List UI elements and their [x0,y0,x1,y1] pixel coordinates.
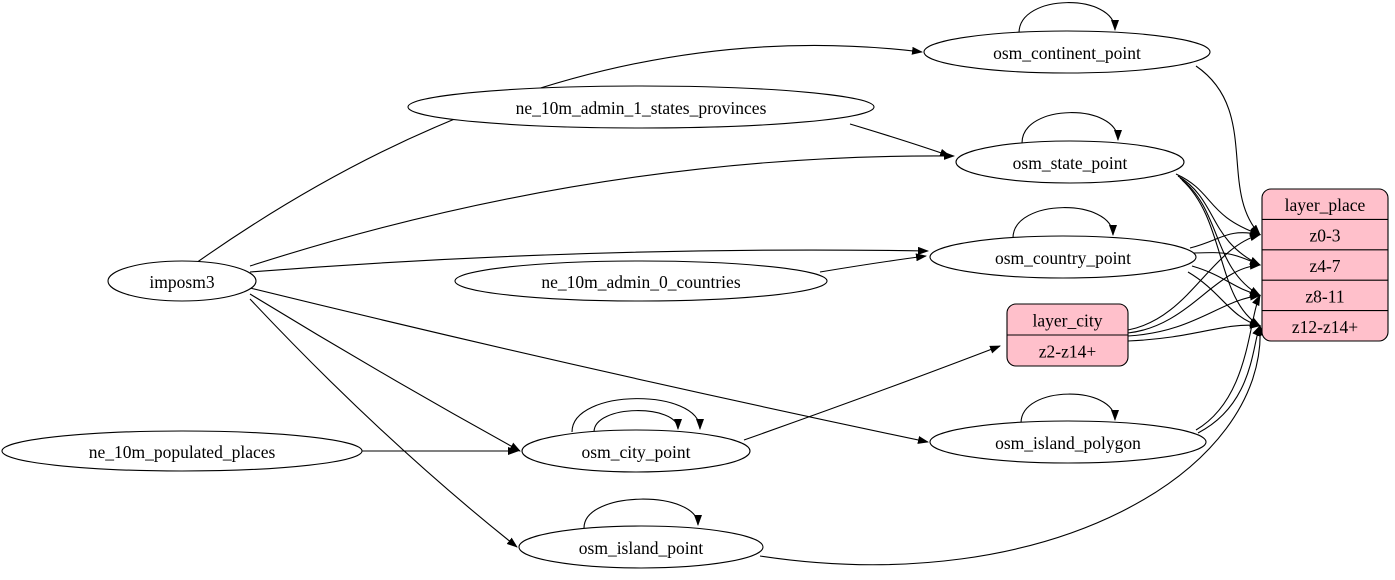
node-osm_island_point[interactable]: osm_island_point [518,525,764,569]
node-ne_10m_admin_1_states_provinces[interactable]: ne_10m_admin_1_states_provinces [407,85,875,129]
node-osm_island_polygon[interactable]: osm_island_polygon [929,420,1207,464]
record-row-z2-z14+[interactable]: z2-z14+ [1039,342,1097,362]
edge-layer-city-to-z0-3 [1127,233,1261,331]
self-loop-island-polygon [1020,393,1119,424]
edge-imposm3-island-polygon [249,287,929,444]
node-shape [454,260,828,302]
node-label: osm_island_point [579,538,704,558]
node-osm_state_point[interactable]: osm_state_point [955,140,1185,184]
node-shape [929,420,1207,464]
node-layer_city[interactable]: layer_city z2-z14+ [1006,303,1129,367]
record-frame [1261,188,1389,342]
node-label: ne_10m_admin_1_states_provinces [516,98,767,118]
record-row-layer_place[interactable]: layer_place [1285,195,1366,215]
edge-layer-city-to-z8-11 [1127,292,1261,337]
node-ne_10m_admin_0_countries[interactable]: ne_10m_admin_0_countries [454,260,828,302]
node-shape [521,429,751,473]
edge-continent-to-z0-3 [1195,65,1261,236]
node-osm_country_point[interactable]: osm_country_point [929,235,1197,279]
node-label: osm_country_point [995,248,1131,268]
record-row-z12-z14+[interactable]: z12-z14+ [1292,317,1358,337]
edge-island-polygon-to-z12-z14 [1197,324,1261,434]
edge-imposm3-continent [195,44,923,264]
edge-imposm3-state [249,151,955,267]
node-imposm3[interactable]: imposm3 [107,260,257,302]
node-osm_city_point[interactable]: osm_city_point [521,429,751,473]
node-layer: imposm3 ne_10m_populated_places ne_10m_adm… [1,30,1389,569]
node-label: imposm3 [149,272,214,292]
edge-layer-city-to-z4-7 [1127,261,1261,334]
edge-imposm3-country [249,246,929,273]
self-loop-state [1021,112,1122,144]
self-loop-country [1012,207,1117,239]
node-shape [1,430,363,472]
edge-layer [195,2,1265,566]
node-shape [955,140,1185,184]
node-layer_place[interactable]: layer_place z0-3 z4-7 z8-11 z12-z14+ [1261,188,1389,342]
edge-ne-states-to-osm-state [849,123,951,157]
edge-imposm3-island-point [249,298,518,548]
edge-state-to-z12-z14 [1181,179,1261,327]
self-loop-city-outer [571,398,704,433]
edge-island-polygon-to-z8-11 [1195,294,1261,431]
self-loop-city-inner [593,410,682,433]
node-osm_continent_point[interactable]: osm_continent_point [923,30,1211,74]
edge-imposm3-city [249,293,521,452]
node-shape [923,30,1211,74]
self-loop-continent [1018,2,1119,34]
edge-state-to-z4-7 [1177,175,1261,266]
node-shape [407,85,875,129]
node-shape [107,260,257,302]
edge-island-point-to-z12-z14 [759,324,1265,566]
edge-country-to-z8-11 [1191,265,1261,297]
node-label: ne_10m_admin_0_countries [541,272,740,292]
edge-country-to-z0-3 [1189,228,1261,249]
node-label: osm_state_point [1013,153,1128,173]
edge-state-to-z0-3 [1175,173,1261,236]
record-row-z4-7[interactable]: z4-7 [1309,256,1340,276]
record-row-layer_city[interactable]: layer_city [1033,311,1103,331]
edge-city-to-layer-city [743,345,1001,441]
self-loop-island-point [583,498,702,529]
node-label: osm_city_point [582,442,691,462]
edge-layer-city-to-z12-z14 [1127,320,1261,342]
node-label: ne_10m_populated_places [89,442,276,462]
node-shape [929,235,1197,279]
node-ne_10m_populated_places[interactable]: ne_10m_populated_places [1,430,363,472]
edge-ne-countries-to-osm-country [819,253,927,273]
node-shape [518,525,764,569]
node-label: osm_continent_point [993,43,1141,63]
node-label: osm_island_polygon [995,433,1141,453]
record-row-z0-3[interactable]: z0-3 [1309,226,1340,246]
record-row-z8-11[interactable]: z8-11 [1305,286,1344,306]
